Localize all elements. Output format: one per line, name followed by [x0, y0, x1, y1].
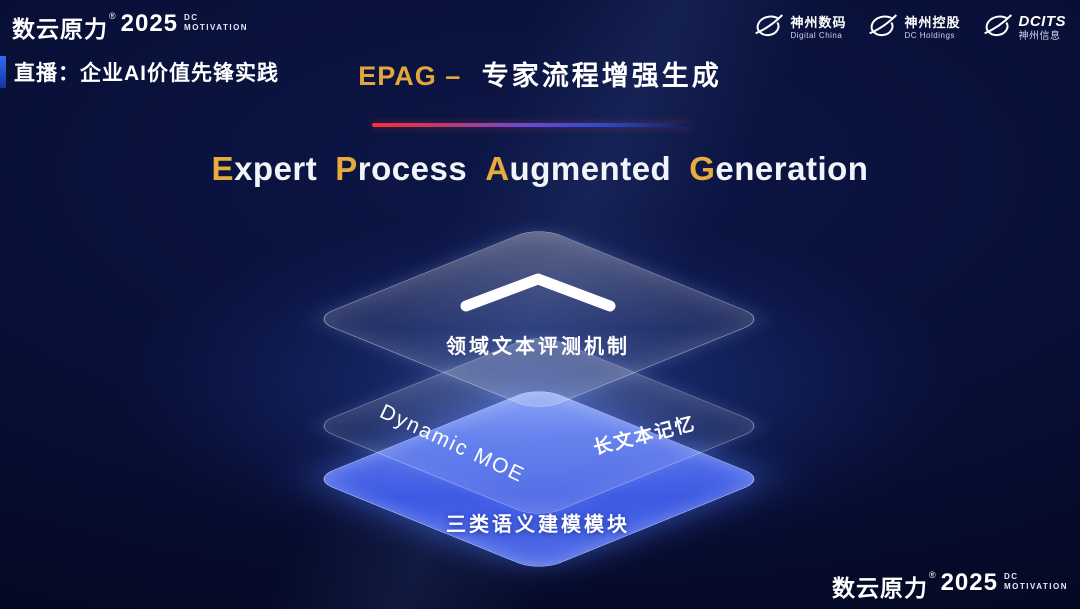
heading-rest: ugmented	[509, 150, 672, 187]
heading-word: Expert	[212, 150, 318, 187]
partner-name-en: 神州信息	[1018, 30, 1061, 42]
live-stream-label: 直播：企业AI价值先锋实践	[14, 62, 279, 85]
heading-rest: eneration	[715, 150, 869, 187]
partner-name-cn: 神州数码	[790, 14, 847, 30]
brand-subtitle: DC MOTIVATION	[1004, 572, 1068, 592]
partner-digital-china: 神州数码 Digital China	[754, 12, 846, 43]
chevron-up-icon	[450, 266, 626, 323]
gradient-divider	[372, 123, 692, 127]
slide-title-cn: 专家流程增强生成	[481, 61, 722, 91]
brand-name: 数云原力	[12, 16, 108, 42]
brand-subtitle: DC MOTIVATION	[184, 13, 248, 33]
heading-cap: G	[689, 150, 716, 187]
heading-word: Generation	[689, 150, 868, 187]
swoosh-icon	[983, 12, 1013, 43]
heading-word: Augmented	[485, 150, 671, 187]
partner-text: 神州控股 DC Holdings	[904, 15, 960, 40]
slide-title: EPAG – 专家流程增强生成	[0, 54, 1080, 93]
heading-cap: E	[211, 150, 235, 187]
brand-registered-mark: ®	[928, 570, 936, 580]
partner-name-cn: 神州控股	[904, 14, 961, 30]
partner-name-en: Digital China	[790, 30, 843, 40]
layer-top-label: 领域文本评测机制	[446, 336, 630, 358]
partner-logos: 神州数码 Digital China 神州控股 DC Holdings DCIT…	[754, 12, 1066, 43]
heading-cap: A	[485, 150, 510, 187]
heading-cap: P	[335, 150, 358, 187]
partner-text: 神州数码 Digital China	[790, 15, 846, 40]
brand-registered-mark: ®	[109, 11, 116, 21]
live-accent-bar	[0, 56, 6, 88]
brand-year: 2025	[120, 10, 179, 37]
heading-word: Process	[335, 150, 467, 187]
layer-bottom-label: 三类语义建模模块	[446, 514, 630, 536]
partner-name-cn: DCITS	[1018, 12, 1066, 30]
brand-logo-top: 数云原力 ® 2025 DC MOTIVATION	[12, 10, 248, 44]
brand-sub-motivation: MOTIVATION	[184, 23, 249, 32]
brand-sub-dc: DC	[1003, 572, 1019, 581]
brand-name: 数云原力	[831, 575, 928, 601]
slide-title-abbr: EPAG –	[358, 61, 462, 91]
partner-dcits: DCITS 神州信息	[983, 12, 1067, 43]
brand-year: 2025	[940, 569, 998, 596]
partner-name-en: DC Holdings	[904, 30, 955, 40]
swoosh-icon	[754, 12, 784, 43]
heading-rest: rocess	[357, 150, 468, 187]
brand-sub-motivation: MOTIVATION	[1003, 582, 1068, 591]
brand-logo-bottom: 数云原力 ® 2025 DC MOTIVATION	[832, 569, 1068, 603]
heading-rest: xpert	[234, 150, 318, 187]
main-heading: Expert Process Augmented Generation	[0, 150, 1080, 188]
brand-sub-dc: DC	[184, 13, 199, 22]
partner-dc-holdings: 神州控股 DC Holdings	[868, 12, 960, 43]
partner-text: DCITS 神州信息	[1019, 13, 1067, 43]
swoosh-icon	[868, 12, 898, 43]
